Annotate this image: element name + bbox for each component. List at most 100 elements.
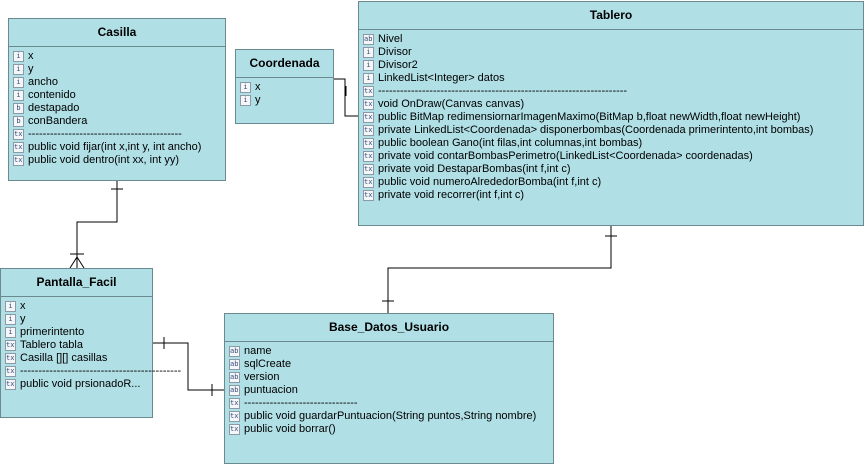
member-text: public void numeroAlrededorBomba(int f,i… <box>378 176 602 188</box>
member-row: i Divisor2 <box>363 59 863 72</box>
text-field-icon: txt <box>5 379 16 390</box>
member-row: txtpublic BitMap redimensiornarImagenMax… <box>363 111 863 124</box>
member-row: txt public void guardarPuntuacion(String … <box>229 410 553 423</box>
text-field-icon: txt <box>13 129 24 140</box>
member-text: puntuacion <box>244 384 298 396</box>
member-text: sqlCreate <box>244 358 292 370</box>
text-field-icon: abc <box>229 359 240 370</box>
text-field-icon: abc <box>363 34 374 45</box>
class-base-datos-usuario[interactable]: Base_Datos_Usuario abcnameabcsqlCreateab… <box>224 313 554 464</box>
int-field-icon: i <box>240 82 251 93</box>
member-row: abc sqlCreate <box>229 358 553 371</box>
member-text: ancho <box>28 76 58 88</box>
member-list: abcNiveliDivisoriDivisor2iLinkedList<Int… <box>359 30 863 202</box>
int-field-icon: i <box>363 73 374 84</box>
member-text: y <box>20 313 26 325</box>
class-pantalla-facil[interactable]: Pantalla_Facil ix iyiprimerintentotxtTabl… <box>0 268 181 418</box>
member-text: y <box>255 94 261 106</box>
class-title: Pantalla_Facil <box>1 269 152 297</box>
member-text: public void dentro(int xx, int yy) <box>28 154 180 166</box>
member-text: public BitMap redimensiornarImagenMaximo… <box>378 111 801 123</box>
text-field-icon: txt <box>5 340 16 351</box>
member-text: public void borrar() <box>244 423 336 435</box>
text-field-icon: txt <box>363 190 374 201</box>
int-field-icon: i <box>5 327 16 338</box>
text-field-icon: txt <box>363 138 374 149</box>
class-tablero[interactable]: Tablero abcNiveliDivisoriDivisor2iLinked… <box>358 1 864 226</box>
member-row: txt public void borrar() <box>229 423 553 436</box>
bool-field-icon: b <box>13 103 24 114</box>
member-row: txt-------------------------------------… <box>363 85 863 98</box>
text-field-icon: abc <box>229 385 240 396</box>
member-text: name <box>244 345 272 357</box>
member-row: abcname <box>229 345 553 358</box>
crow-foot-pantalla <box>69 256 85 269</box>
member-row: txtpublic void prsionadoR... <box>5 378 152 391</box>
member-row: abc puntuacion <box>229 384 553 397</box>
member-text: x <box>20 300 26 312</box>
member-row: txtvoid OnDraw(Canvas canvas) <box>363 98 863 111</box>
class-title: Coordenada <box>236 50 333 78</box>
link-casilla-pantalla <box>76 181 118 268</box>
int-field-icon: i <box>13 51 24 62</box>
member-text: Nivel <box>378 33 403 45</box>
member-row: txtprivate void contarBombasPerimetro(Li… <box>363 150 863 163</box>
member-row: abcversion <box>229 371 553 384</box>
member-text: public void fijar(int x,int y, int ancho… <box>28 141 202 153</box>
member-row: txt public boolean Gano(int filas,int col… <box>363 137 863 150</box>
member-row: txtpublic void dentro(int xx, int yy) <box>13 154 225 167</box>
text-field-icon: txt <box>363 99 374 110</box>
member-text: ------------------------------- <box>244 397 358 409</box>
member-text: x <box>255 81 261 93</box>
member-row: txtTablero tabla <box>5 339 152 352</box>
member-text: ----------------------------------------… <box>28 128 182 140</box>
int-field-icon: i <box>13 77 24 88</box>
int-field-icon: i <box>363 60 374 71</box>
member-row: b destapado <box>13 102 225 115</box>
class-title: Base_Datos_Usuario <box>225 314 553 342</box>
int-field-icon: i <box>240 95 251 106</box>
member-list: ixiyiprimerintentotxtTablero tablatxtCas… <box>1 297 181 391</box>
text-field-icon: txt <box>363 177 374 188</box>
member-row: txt ------------------------------- <box>229 397 553 410</box>
member-row: txtCasilla [][] casillas <box>5 352 152 365</box>
member-text: private void DestaparBombas(int f,int c) <box>378 163 571 175</box>
text-field-icon: abc <box>229 372 240 383</box>
link-tablero-base <box>387 226 612 313</box>
member-row: abc Nivel <box>363 33 863 46</box>
member-text: Divisor2 <box>378 59 418 71</box>
text-field-icon: txt <box>229 411 240 422</box>
text-field-icon: txt <box>229 398 240 409</box>
member-text: public boolean Gano(int filas,int column… <box>378 137 643 149</box>
text-field-icon: txt <box>363 151 374 162</box>
text-field-icon: txt <box>229 424 240 435</box>
member-text: destapado <box>28 102 80 114</box>
member-row: txt-------------------------------------… <box>5 365 181 378</box>
member-text: contenido <box>28 89 76 101</box>
member-row: txtpublic void fijar(int x,int y, int an… <box>13 141 225 154</box>
text-field-icon: txt <box>363 164 374 175</box>
member-text: Casilla [][] casillas <box>20 352 108 364</box>
member-row: txt private void DestaparBombas(int f,int… <box>363 163 863 176</box>
member-text: conBandera <box>28 115 88 127</box>
class-title: Casilla <box>9 19 225 47</box>
member-text: public void guardarPuntuacion(String pun… <box>244 410 537 422</box>
member-text: Divisor <box>378 46 412 58</box>
member-text: LinkedList<Integer> datos <box>378 72 505 84</box>
text-field-icon: txt <box>5 366 16 377</box>
link-pantalla-base <box>153 342 224 391</box>
member-text: y <box>28 63 34 75</box>
member-text: ----------------------------------------… <box>378 85 628 97</box>
